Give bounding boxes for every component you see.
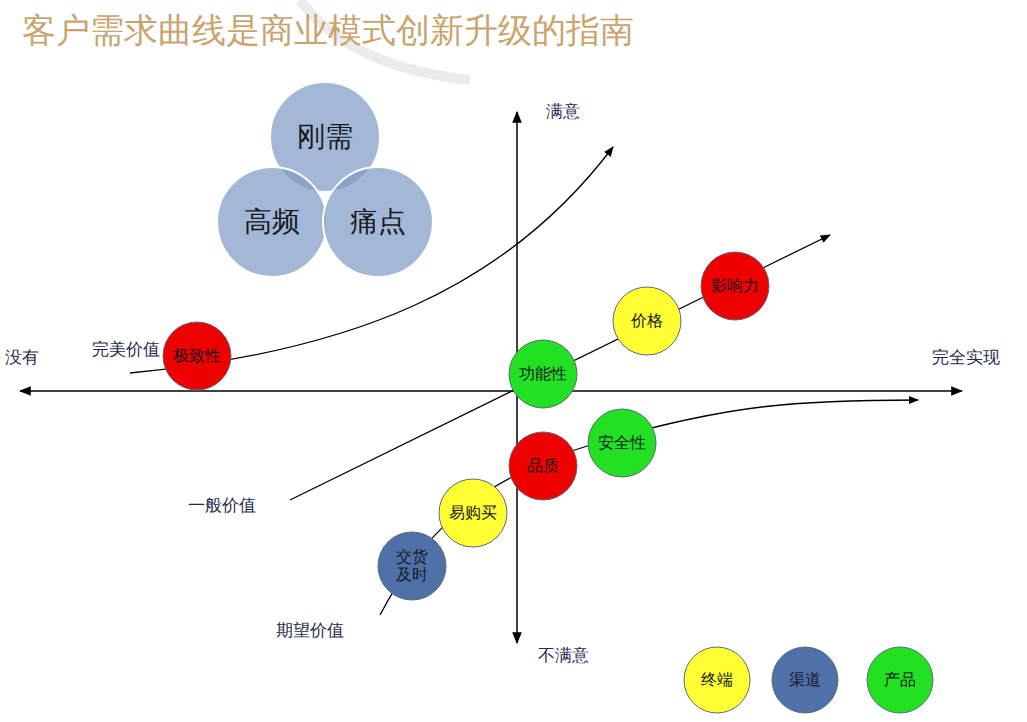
value-circle: 安全性	[587, 408, 657, 478]
circle-fill	[378, 532, 446, 600]
swatch-circle	[772, 647, 838, 713]
legend-item: 产品	[866, 646, 934, 714]
venn-circle: 高频	[216, 166, 328, 278]
circle-fill	[613, 287, 681, 355]
axis-label: 满意	[546, 100, 580, 123]
title: 客户需求曲线是商业模式创新升级的指南	[22, 8, 634, 54]
circle-fill	[509, 432, 577, 500]
node-label: 极致性	[173, 347, 221, 365]
node-label: 安全性	[598, 434, 646, 452]
x-axis	[20, 390, 962, 392]
node-label: 痛点	[350, 206, 406, 238]
value-circle: 品质	[508, 431, 578, 501]
node-label: 功能性	[519, 365, 567, 383]
node-label: 易购买	[449, 504, 497, 522]
circle-fill	[701, 252, 769, 320]
circle-fill	[439, 479, 507, 547]
axis-label: 完美价值	[92, 338, 160, 361]
axis-label: 期望价值	[276, 619, 344, 642]
value-circle: 影响力	[700, 251, 770, 321]
value-circle: 价格	[612, 286, 682, 356]
circle-fill	[509, 340, 577, 408]
value-circle: 易购买	[438, 478, 508, 548]
circle-fill	[217, 167, 327, 277]
legend-label: 渠道	[789, 671, 821, 689]
legend-label: 产品	[884, 671, 916, 689]
circle-fill	[323, 167, 433, 277]
axis-label: 完全实现	[932, 346, 1000, 369]
node-label: 交货及时	[394, 548, 430, 585]
value-circle: 功能性	[508, 339, 578, 409]
axis-label: 一般价值	[188, 494, 256, 517]
axis-label: 不满意	[538, 644, 589, 667]
node-label: 影响力	[711, 277, 759, 295]
circle-fill	[163, 322, 231, 390]
swatch-circle	[684, 647, 750, 713]
legend-label: 终端	[701, 671, 733, 689]
value-circle: 极致性	[162, 321, 232, 391]
expected-value-curve	[380, 400, 918, 615]
swatch-circle	[867, 647, 933, 713]
legend-item: 终端	[683, 646, 751, 714]
node-label: 品质	[527, 457, 559, 475]
axis-label: 没有	[5, 346, 39, 369]
circle-fill	[588, 409, 656, 477]
node-label: 价格	[631, 312, 663, 330]
node-label: 高频	[244, 206, 300, 238]
value-circle: 交货及时	[377, 531, 447, 601]
legend-item: 渠道	[771, 646, 839, 714]
venn-circle: 痛点	[322, 166, 434, 278]
node-label: 刚需	[297, 121, 353, 153]
